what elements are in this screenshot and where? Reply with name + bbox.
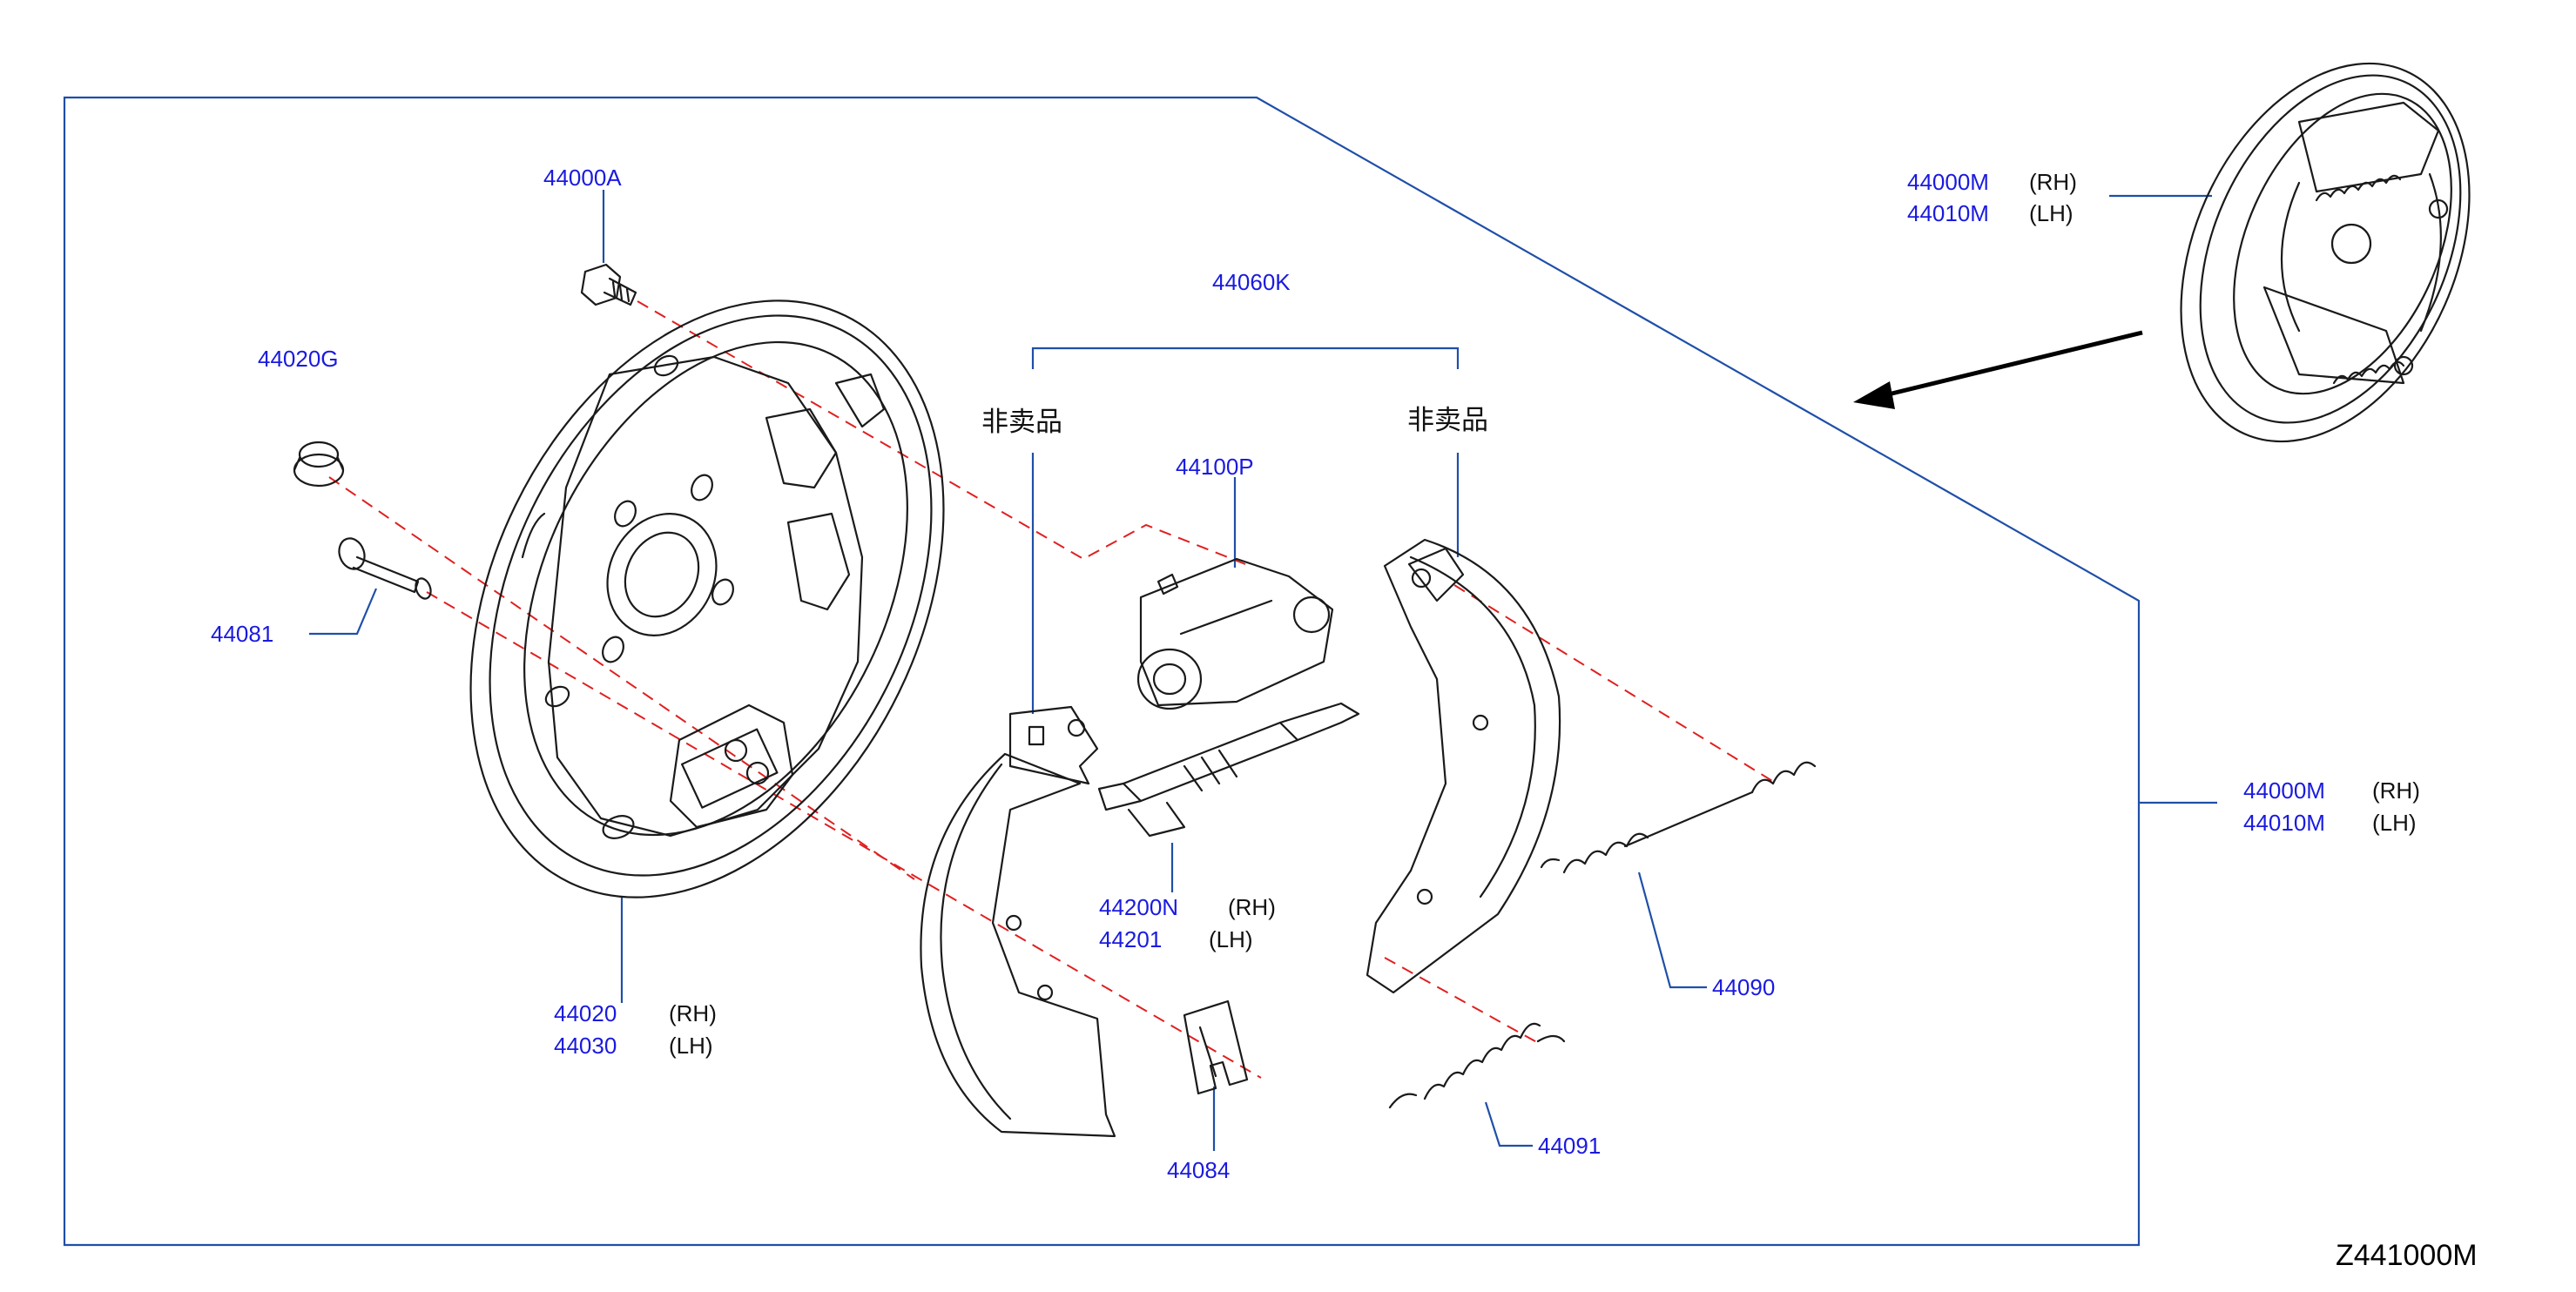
callout-adjuster-rh[interactable]: 44200N: [1099, 894, 1179, 920]
assembly-frame: [63, 96, 2141, 1247]
alignment-dashes: [328, 300, 1777, 1079]
callout-plate-rh[interactable]: 44020: [554, 1000, 617, 1026]
callout-shoe-set[interactable]: 44060K: [1212, 269, 1291, 295]
left-shoe-art: [920, 707, 1115, 1136]
leader-shoe-set: [1031, 347, 1460, 369]
leader-lines: [309, 190, 2217, 1151]
dash-plug: [328, 476, 915, 880]
dash-bolt-to-cylinder: [637, 300, 1246, 565]
direction-arrow: [1853, 330, 2143, 409]
callout-bolt[interactable]: 44000A: [543, 165, 622, 191]
callout-assembly-top-rh[interactable]: 44000M: [1907, 169, 1989, 195]
note-not-for-sale-left: 非卖品: [981, 407, 1062, 438]
callout-assembly-right-rh[interactable]: 44000M: [2243, 777, 2325, 804]
wheel-cylinder-art: [1138, 559, 1332, 709]
side-adjuster-rh: (RH): [1228, 894, 1276, 920]
backing-plate-art: [377, 222, 1037, 976]
side-assembly-right-lh: (LH): [2372, 810, 2417, 836]
diagram-code: Z441000M: [2336, 1239, 2478, 1272]
side-plate-lh: (LH): [669, 1033, 713, 1059]
callout-plate-lh[interactable]: 44030: [554, 1033, 617, 1059]
pin-art: [335, 535, 434, 601]
clip-art: [1184, 1001, 1247, 1093]
side-assembly-right-rh: (RH): [2372, 777, 2420, 804]
leader-upper-spring: [1637, 871, 1707, 989]
dash-upper-spring: [1453, 584, 1777, 784]
side-assembly-top-lh: (LH): [2029, 200, 2074, 226]
leader-pin: [309, 588, 378, 636]
callout-plug[interactable]: 44020G: [258, 346, 339, 372]
callout-upper-spring[interactable]: 44090: [1712, 974, 1776, 1000]
note-not-for-sale-right: 非卖品: [1407, 405, 1488, 436]
callout-adjuster-lh[interactable]: 44201: [1099, 926, 1163, 952]
callout-wheel-cylinder[interactable]: 44100P: [1176, 454, 1254, 480]
bolt-art: [582, 265, 636, 305]
lower-spring-art: [1390, 1024, 1564, 1107]
leader-lower-spring: [1484, 1101, 1533, 1147]
right-shoe-art: [1367, 540, 1560, 993]
side-plate-rh: (RH): [669, 1000, 717, 1026]
assembled-brake-art: [2125, 18, 2525, 488]
dash-pin: [426, 591, 1262, 1079]
upper-spring-art: [1541, 763, 1815, 872]
callout-clip[interactable]: 44084: [1167, 1157, 1231, 1183]
plug-art: [294, 442, 343, 486]
dash-lower-spring: [1384, 957, 1542, 1046]
callout-assembly-top-lh[interactable]: 44010M: [1907, 200, 1989, 226]
side-assembly-top-rh: (RH): [2029, 169, 2077, 195]
callout-lower-spring[interactable]: 44091: [1538, 1133, 1602, 1159]
side-adjuster-lh: (LH): [1209, 926, 1253, 952]
callout-pin[interactable]: 44081: [211, 621, 274, 647]
adjuster-art: [1099, 703, 1359, 836]
callout-assembly-right-lh[interactable]: 44010M: [2243, 810, 2325, 836]
